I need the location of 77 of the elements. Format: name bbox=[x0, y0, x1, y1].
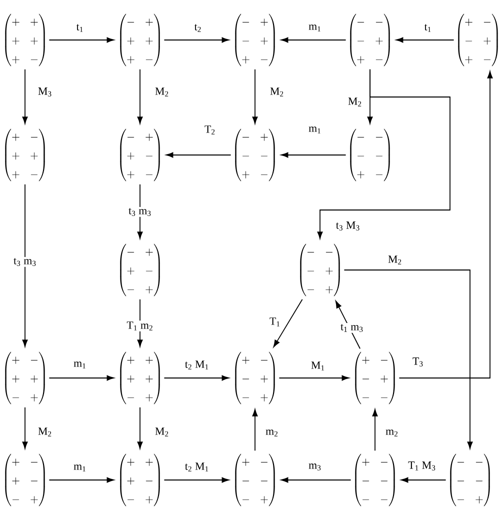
arrow bbox=[398, 71, 493, 378]
sign-matrix: $\begin{pmatrix}-&+\\+&-\\+&-\end{pmatrix}$ bbox=[120, 128, 160, 182]
sign-matrix: $\begin{pmatrix}+&-\\-&-\\-&-\end{pmatrix}$ bbox=[355, 454, 395, 506]
arrow bbox=[280, 37, 346, 43]
edge-label: T$_{1}$ bbox=[268, 316, 282, 328]
arrow bbox=[252, 68, 258, 124]
sign-matrix: $\begin{pmatrix}-&+\\-&+\\+&-\end{pmatrix}$ bbox=[235, 14, 275, 66]
arrow bbox=[137, 298, 143, 347]
edge-label: t$_{2}$ M$_{1}$ bbox=[184, 462, 210, 472]
arrow bbox=[22, 406, 28, 449]
edge-label: T$_{1}$ m$_{2}$ bbox=[126, 320, 154, 332]
edge-label: m$_{1}$ bbox=[72, 360, 88, 370]
edge-label: M$_{2}$ bbox=[36, 426, 54, 438]
edge-label: M$_{2}$ bbox=[386, 254, 404, 266]
sign-matrix: $\begin{pmatrix}-&-\\-&-\\-&+\end{pmatrix}$ bbox=[450, 454, 490, 506]
edge-label: t$_{3}$ M$_{3}$ bbox=[334, 220, 362, 232]
edge-label: m$_{1}$ bbox=[72, 464, 88, 472]
edge-label: m$_{2}$ bbox=[384, 428, 400, 438]
sign-matrix: $\begin{pmatrix}+&-\\+&+\\-&+\end{pmatrix}$ bbox=[5, 352, 45, 404]
edge-label: t$_{1}$ bbox=[75, 23, 85, 33]
edge-label: M$_{1}$ bbox=[310, 360, 326, 372]
edge-label: t$_{2}$ M$_{1}$ bbox=[184, 360, 210, 370]
arrow bbox=[280, 152, 346, 158]
edge-label: m$_{2}$ bbox=[264, 428, 280, 438]
arrow bbox=[164, 375, 230, 381]
arrow bbox=[278, 375, 350, 381]
sign-matrix: $\begin{pmatrix}+&-\\+&+\\+&-\end{pmatrix}$ bbox=[5, 128, 45, 182]
sign-matrix: $\begin{pmatrix}-&+\\+&+\\+&-\end{pmatrix}$ bbox=[120, 14, 160, 66]
arrow bbox=[22, 68, 28, 124]
edge-label: M$_{3}$ bbox=[36, 86, 54, 98]
edge-label: T$_{1}$ M$_{3}$ bbox=[407, 460, 437, 472]
arrow bbox=[335, 300, 360, 350]
arrow bbox=[137, 406, 143, 449]
sign-matrix: $\begin{pmatrix}-&-\\-&+\\-&+\end{pmatrix}$ bbox=[300, 244, 340, 296]
arrow bbox=[273, 298, 303, 348]
arrow bbox=[48, 37, 114, 43]
edge-label: T$_{3}$ bbox=[411, 356, 424, 368]
sign-matrix: $\begin{pmatrix}-&+\\-&-\\+&-\end{pmatrix}$ bbox=[235, 128, 275, 182]
sign-matrix: $\begin{pmatrix}+&+\\+&+\\+&-\end{pmatrix}$ bbox=[5, 14, 45, 66]
arrow bbox=[164, 477, 230, 483]
edge-label: T$_{2}$ bbox=[203, 124, 217, 136]
sign-matrix: $\begin{pmatrix}+&-\\+&-\\-&+\end{pmatrix}$ bbox=[5, 454, 45, 506]
arrow bbox=[137, 184, 143, 239]
arrow bbox=[252, 408, 258, 452]
edge-label: t$_{3}$ m$_{3}$ bbox=[12, 257, 38, 267]
arrow bbox=[137, 68, 143, 124]
arrow bbox=[48, 477, 114, 483]
sign-matrix: $\begin{pmatrix}+&+\\+&+\\-&+\end{pmatrix}$ bbox=[120, 352, 160, 404]
sign-matrix: $\begin{pmatrix}+&-\\-&+\\+&-\end{pmatrix}$ bbox=[458, 14, 498, 66]
edge-label: M$_{2}$ bbox=[346, 96, 364, 108]
arrow bbox=[48, 375, 114, 381]
sign-matrix: $\begin{pmatrix}-&-\\-&+\\+&-\end{pmatrix}$ bbox=[350, 14, 390, 66]
arrow bbox=[344, 270, 473, 449]
arrow bbox=[280, 477, 352, 483]
arrow bbox=[400, 477, 446, 483]
edge-label: m$_{1}$ bbox=[308, 24, 322, 32]
edge-label: M$_{2}$ bbox=[154, 426, 170, 438]
arrow bbox=[372, 408, 378, 452]
arrow bbox=[317, 68, 450, 239]
arrow bbox=[164, 37, 230, 43]
arrow bbox=[396, 37, 454, 43]
sign-matrix: $\begin{pmatrix}+&-\\-&+\\-&+\end{pmatrix}$ bbox=[235, 352, 275, 404]
edge-label: m$_{3}$ bbox=[308, 462, 322, 472]
edge-label: m$_{1}$ bbox=[308, 126, 322, 134]
sign-matrix: $\begin{pmatrix}+&+\\+&-\\-&+\end{pmatrix}$ bbox=[120, 454, 160, 506]
edge-label: M$_{2}$ bbox=[268, 86, 286, 98]
sign-matrix: $\begin{pmatrix}+&-\\-&-\\-&+\end{pmatrix}$ bbox=[235, 454, 275, 506]
arrow bbox=[166, 152, 232, 158]
sign-matrix: $\begin{pmatrix}-&-\\-&-\\+&-\end{pmatrix}$ bbox=[350, 128, 390, 182]
sign-matrix: $\begin{pmatrix}+&-\\-&+\\-&-\end{pmatrix}$ bbox=[355, 352, 395, 404]
arrow bbox=[22, 184, 28, 347]
edge-label: t$_{3}$ m$_{3}$ bbox=[128, 207, 152, 217]
sign-matrix: $\begin{pmatrix}-&+\\+&-\\-&+\end{pmatrix}$ bbox=[120, 244, 160, 296]
edge-label: t$_{1}$ bbox=[423, 23, 433, 33]
edge-label: t$_{2}$ bbox=[193, 23, 203, 33]
edge-label: M$_{2}$ bbox=[154, 86, 170, 98]
edge-label: t$_{1}$ m$_{3}$ bbox=[340, 323, 364, 333]
